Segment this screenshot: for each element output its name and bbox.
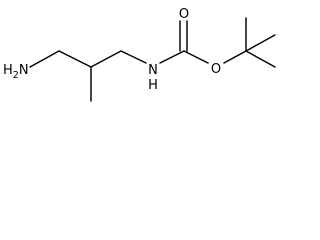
bond-n-ch2 <box>29 50 60 68</box>
bond-quaternary-methyl-bottom <box>245 50 276 68</box>
bonds <box>29 17 276 102</box>
bond-carbonyl-ester-oxygen <box>183 50 209 64</box>
structure-diagram: H2N N H O O <box>0 0 304 112</box>
carbamate-nitrogen-label: N <box>148 63 158 78</box>
ester-oxygen-label: O <box>211 62 221 77</box>
bond-ester-oxygen-quaternary <box>223 50 247 64</box>
bond-nh-carbonyl <box>159 50 185 64</box>
molecule-svg: H2N N H O O <box>3 7 276 102</box>
carbonyl-oxygen-label: O <box>179 7 189 22</box>
bond-quaternary-methyl-right <box>245 34 276 52</box>
bond-ch2-nh <box>120 50 147 64</box>
amine-label: H2N <box>3 63 29 81</box>
bond-ch2-ch <box>58 50 92 68</box>
bond-ch-ch2 <box>90 50 122 68</box>
carbamate-hydrogen-label: H <box>148 78 158 93</box>
